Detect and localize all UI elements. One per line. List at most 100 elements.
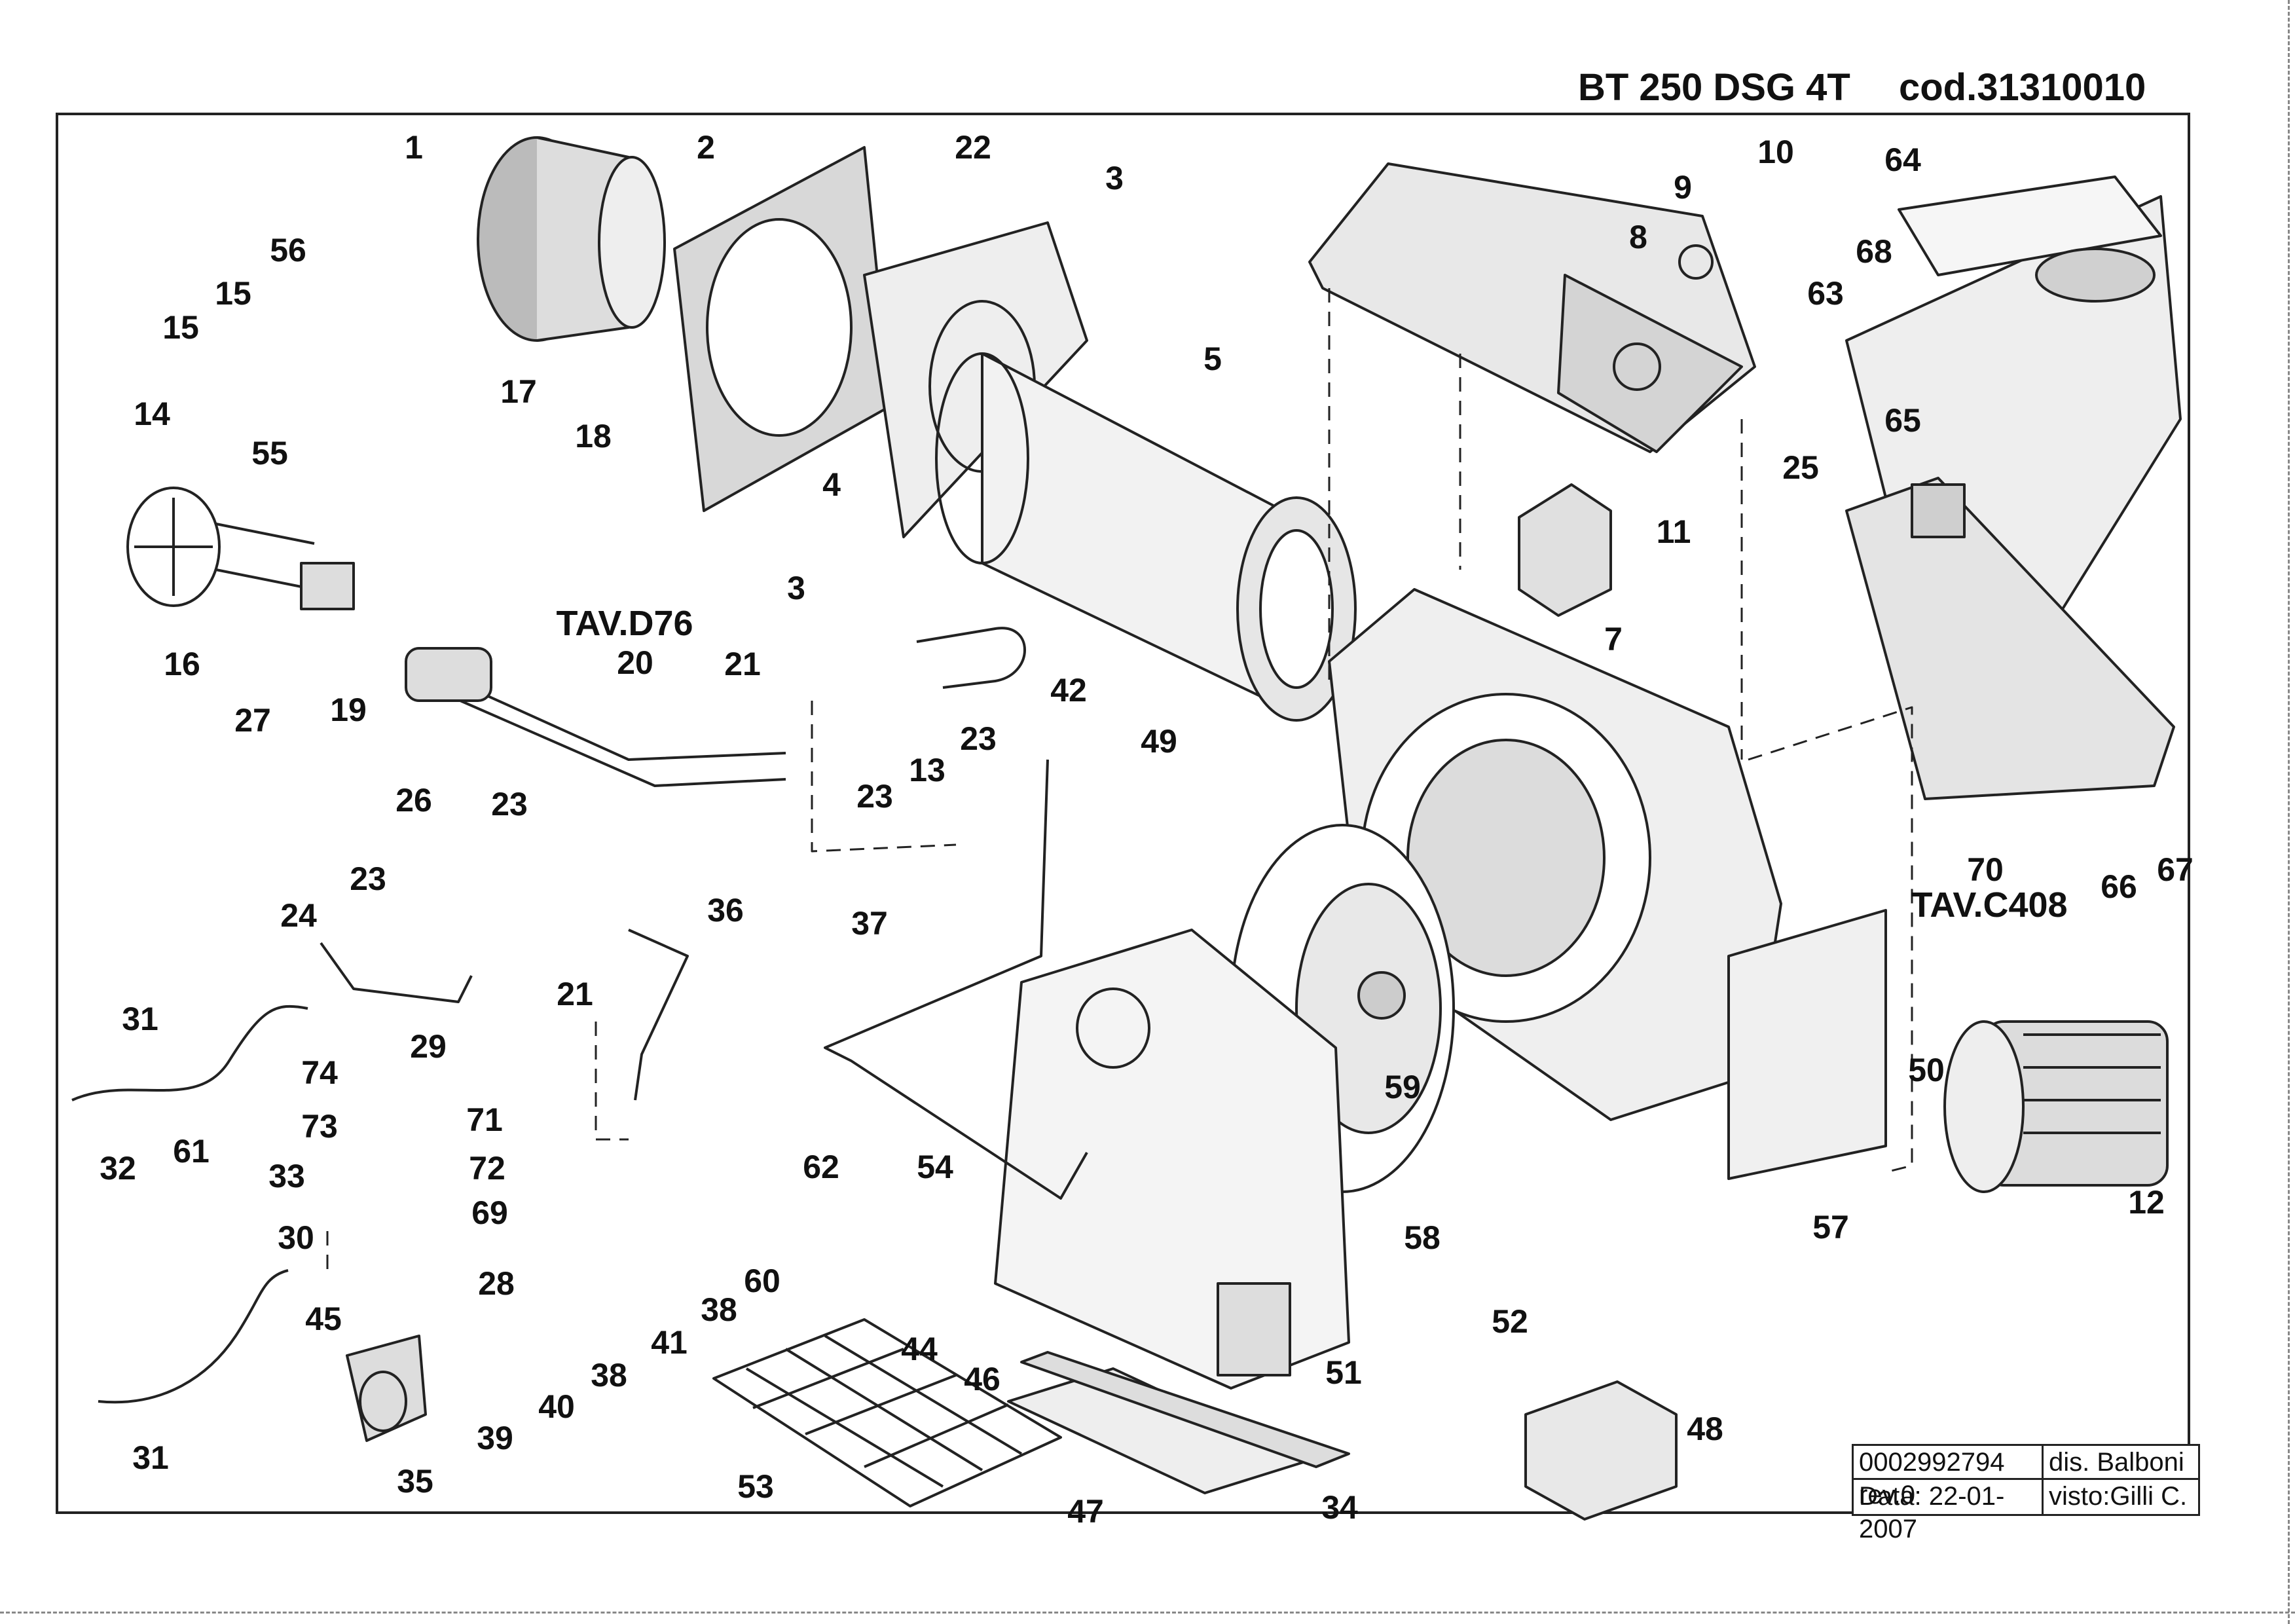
callout-15-a: 15: [215, 275, 251, 312]
pipe-42-part: [916, 627, 1026, 689]
callout-13: 13: [909, 752, 946, 788]
callout-15-b: 15: [162, 309, 199, 346]
callout-55: 55: [251, 435, 288, 471]
sheet-header: BT 250 DSG 4T cod.31310010: [1578, 65, 2167, 118]
callout-21-a: 21: [724, 646, 761, 682]
title-block: 0002992794 rev.0 dis. Balboni Data: 22-0…: [1852, 1444, 2200, 1543]
callout-67: 67: [2157, 851, 2194, 888]
callout-11: 11: [1656, 513, 1691, 550]
callout-66: 66: [2101, 868, 2137, 905]
cover-part: [1308, 162, 1756, 453]
callout-3-bottom: 3: [787, 570, 805, 606]
ref-tav-c408: TAV.C408: [1911, 885, 2068, 925]
callout-48: 48: [1687, 1411, 1723, 1447]
callout-2: 2: [697, 129, 715, 166]
callout-8: 8: [1629, 219, 1647, 255]
callout-30: 30: [278, 1219, 314, 1256]
callout-10: 10: [1757, 134, 1794, 170]
callout-73: 73: [301, 1108, 338, 1145]
callout-72: 72: [469, 1150, 505, 1187]
callout-31-b: 31: [132, 1439, 169, 1476]
tb-drawn-by: dis. Balboni: [2044, 1446, 2198, 1480]
callout-68: 68: [1856, 233, 1892, 270]
sheet-edge-bottom: [0, 1612, 2295, 1614]
model-code: cod.31310010: [1899, 66, 2146, 109]
callout-31-a: 31: [122, 1001, 158, 1037]
callout-46: 46: [964, 1361, 1001, 1397]
callout-44: 44: [901, 1331, 938, 1367]
tb-checked-by: visto:Gilli C.: [2049, 1482, 2188, 1511]
callout-4: 4: [822, 466, 841, 503]
callout-47: 47: [1067, 1493, 1104, 1530]
callout-1: 1: [405, 129, 423, 166]
callout-23-c: 23: [491, 786, 528, 822]
callout-14: 14: [134, 396, 170, 432]
callout-32: 32: [100, 1150, 136, 1187]
callout-21-b: 21: [557, 976, 593, 1012]
mesh-panel-part: [712, 1318, 1062, 1507]
pipe-24-36-part: [320, 929, 689, 1101]
callout-69: 69: [471, 1194, 508, 1231]
burner-body-part: [994, 929, 1350, 1390]
callout-20: 20: [617, 644, 653, 681]
drawing-frame: [56, 113, 2190, 1514]
side-plate-part: [1727, 909, 1887, 1180]
base-plates-part: [1007, 1351, 1350, 1494]
callout-16: 16: [164, 646, 200, 682]
callout-19: 19: [330, 692, 367, 728]
pipe-37-part: [824, 759, 1088, 1200]
callout-64: 64: [1884, 141, 1921, 178]
ref-tav-d76: TAV.D76: [556, 604, 693, 643]
callout-49: 49: [1141, 723, 1177, 760]
callout-74: 74: [301, 1054, 338, 1091]
callout-23-b: 23: [856, 778, 893, 815]
callout-22: 22: [955, 129, 991, 166]
callout-25: 25: [1782, 449, 1819, 486]
callout-36: 36: [707, 892, 744, 929]
callout-57: 57: [1812, 1209, 1849, 1246]
pump-part: [346, 1335, 427, 1442]
callout-37: 37: [851, 905, 888, 942]
model-title: BT 250 DSG 4T: [1578, 66, 1850, 109]
transformer-part: [1518, 483, 1612, 617]
callout-35: 35: [397, 1463, 433, 1500]
callout-50: 50: [1908, 1052, 1945, 1088]
sheet-edge-right: [2288, 0, 2290, 1624]
callout-27: 27: [234, 702, 271, 739]
callout-71: 71: [466, 1101, 503, 1138]
control-box-part: [1524, 1380, 1678, 1521]
callout-39: 39: [477, 1420, 513, 1456]
callout-17: 17: [500, 373, 537, 410]
callout-63: 63: [1807, 275, 1844, 312]
callout-28: 28: [478, 1265, 515, 1302]
callout-34: 34: [1321, 1489, 1358, 1526]
callout-45: 45: [305, 1301, 342, 1337]
callout-51: 51: [1325, 1354, 1362, 1391]
callout-54: 54: [917, 1149, 953, 1185]
motor-part: [1943, 1020, 2169, 1193]
hoses-part: [71, 1005, 308, 1404]
tb-drawing-number: 0002992794 rev.0: [1854, 1446, 2044, 1509]
callout-56: 56: [270, 232, 306, 268]
callout-70: 70: [1967, 851, 2004, 888]
callout-60: 60: [744, 1263, 780, 1299]
callout-23-d: 23: [350, 860, 386, 897]
nozzle-line-part: [405, 647, 786, 787]
gasket-plate-part: [673, 146, 892, 512]
callout-38-b: 38: [591, 1357, 627, 1393]
blast-tube-part: [477, 136, 666, 342]
callout-3-top: 3: [1105, 160, 1124, 196]
callout-9: 9: [1674, 169, 1692, 206]
callout-52: 52: [1492, 1303, 1528, 1340]
callout-59: 59: [1384, 1069, 1421, 1105]
callout-7: 7: [1604, 621, 1623, 657]
callout-53: 53: [737, 1468, 774, 1505]
callout-24: 24: [280, 897, 317, 934]
assembly-lines: [326, 288, 1913, 1277]
callout-42: 42: [1050, 672, 1087, 709]
callout-41: 41: [651, 1324, 688, 1361]
callout-5: 5: [1203, 341, 1222, 377]
combustion-tube-part: [935, 352, 1357, 722]
callout-62: 62: [803, 1149, 839, 1185]
